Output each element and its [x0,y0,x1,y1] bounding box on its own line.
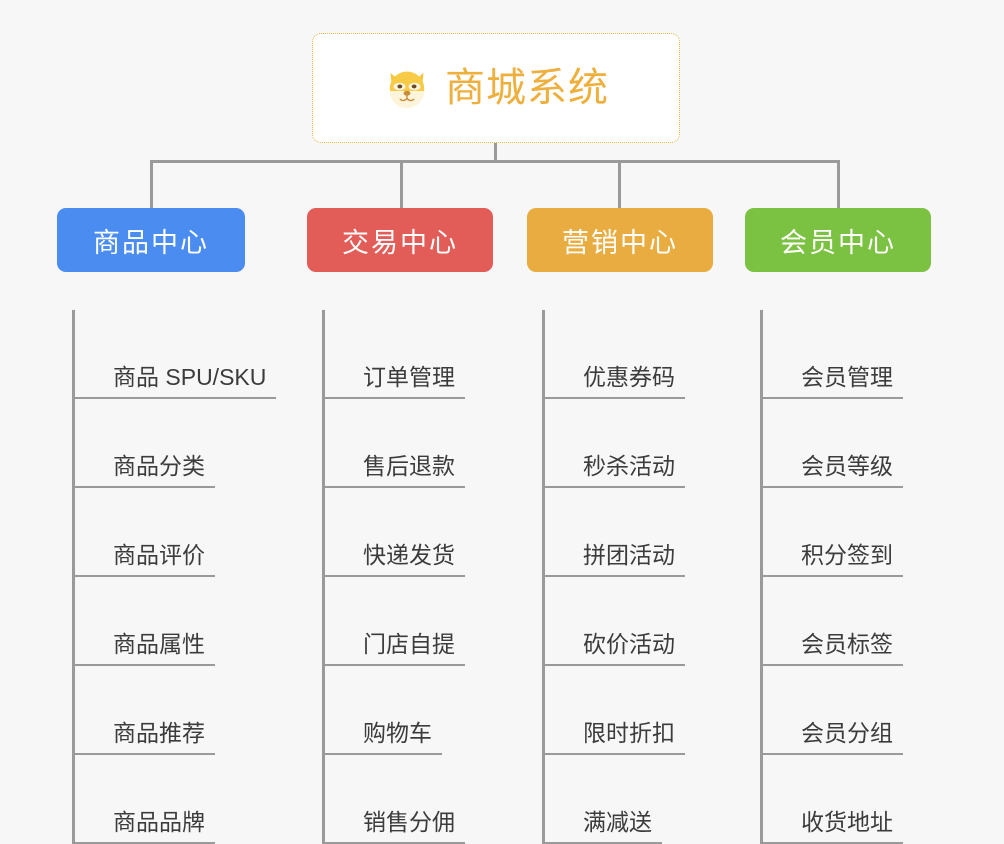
branch-item-label: 积分签到 [760,542,903,577]
branch-item-label: 会员等级 [760,453,903,488]
branch-item-list-product: 商品 SPU/SKU 商品分类 商品评价 商品属性 商品推荐 商品品牌 [72,310,277,844]
list-item[interactable]: 商品推荐 [72,666,276,755]
connector-drop-branch-4 [837,160,840,208]
list-item[interactable]: 售后退款 [322,399,493,488]
list-item[interactable]: 商品分类 [72,399,276,488]
branch-item-label: 门店自提 [322,631,465,666]
branch-column-trade: 交易中心 订单管理 售后退款 快递发货 门店自提 购物车 销售分佣 [307,208,493,844]
list-item[interactable]: 砍价活动 [542,577,713,666]
branch-item-label: 限时折扣 [542,720,685,755]
dog-face-icon [389,71,425,109]
branch-item-label: 商品分类 [72,453,215,488]
list-item[interactable]: 满减送 [542,755,713,844]
list-item[interactable]: 订单管理 [322,310,493,399]
branch-item-label: 售后退款 [322,453,465,488]
list-item[interactable]: 商品品牌 [72,755,276,844]
connector-drop-branch-1 [150,160,153,208]
root-node[interactable]: 商城系统 [312,33,680,143]
branch-column-marketing: 营销中心 优惠券码 秒杀活动 拼团活动 砍价活动 限时折扣 满减送 [527,208,713,844]
connector-drop-branch-3 [618,160,621,208]
branch-item-label: 商品品牌 [72,809,215,844]
branch-item-label: 满减送 [542,809,662,844]
branch-header-product[interactable]: 商品中心 [57,208,245,272]
list-item[interactable]: 会员标签 [760,577,931,666]
branch-header-trade[interactable]: 交易中心 [307,208,493,272]
list-item[interactable]: 积分签到 [760,488,931,577]
branch-item-label: 拼团活动 [542,542,685,577]
branch-item-label: 收货地址 [760,809,903,844]
list-item[interactable]: 秒杀活动 [542,399,713,488]
list-item[interactable]: 门店自提 [322,577,493,666]
branch-column-product: 商品中心 商品 SPU/SKU 商品分类 商品评价 商品属性 商品推荐 商品品牌 [57,208,277,844]
list-item[interactable]: 会员分组 [760,666,931,755]
branch-item-label: 商品属性 [72,631,215,666]
branch-item-list-trade: 订单管理 售后退款 快递发货 门店自提 购物车 销售分佣 [322,310,493,844]
list-item[interactable]: 商品 SPU/SKU [72,310,277,399]
branch-item-list-member: 会员管理 会员等级 积分签到 会员标签 会员分组 收货地址 [760,310,931,844]
list-item[interactable]: 购物车 [322,666,493,755]
branch-item-label: 快递发货 [322,542,465,577]
list-item[interactable]: 收货地址 [760,755,931,844]
connector-drop-branch-2 [400,160,403,208]
list-item[interactable]: 优惠券码 [542,310,713,399]
branch-header-label: 商品中心 [93,227,209,258]
branch-item-label: 商品评价 [72,542,215,577]
list-item[interactable]: 商品评价 [72,488,276,577]
branch-item-label: 订单管理 [322,364,465,399]
branch-column-member: 会员中心 会员管理 会员等级 积分签到 会员标签 会员分组 收货地址 [745,208,931,844]
branch-item-label: 商品推荐 [72,720,215,755]
list-item[interactable]: 商品属性 [72,577,276,666]
list-item[interactable]: 会员管理 [760,310,931,399]
branch-item-label: 会员标签 [760,631,903,666]
connector-root-stem [494,143,497,162]
branch-item-label: 会员管理 [760,364,903,399]
branch-header-member[interactable]: 会员中心 [745,208,931,272]
branch-item-list-marketing: 优惠券码 秒杀活动 拼团活动 砍价活动 限时折扣 满减送 [542,310,713,844]
branch-header-label: 交易中心 [342,227,458,258]
list-item[interactable]: 销售分佣 [322,755,493,844]
list-item[interactable]: 快递发货 [322,488,493,577]
list-item[interactable]: 拼团活动 [542,488,713,577]
branch-header-label: 营销中心 [562,227,678,258]
branch-item-label: 会员分组 [760,720,903,755]
branch-header-label: 会员中心 [780,227,896,258]
connector-horizontal-bus [150,160,840,163]
branch-header-marketing[interactable]: 营销中心 [527,208,713,272]
branch-item-label: 商品 SPU/SKU [72,364,277,399]
list-item[interactable]: 会员等级 [760,399,931,488]
branch-item-label: 砍价活动 [542,631,685,666]
list-item[interactable]: 限时折扣 [542,666,713,755]
branch-item-label: 购物车 [322,720,442,755]
branch-item-label: 秒杀活动 [542,453,685,488]
root-title: 商城系统 [445,66,609,110]
branch-item-label: 销售分佣 [322,809,465,844]
branch-item-label: 优惠券码 [542,364,685,399]
